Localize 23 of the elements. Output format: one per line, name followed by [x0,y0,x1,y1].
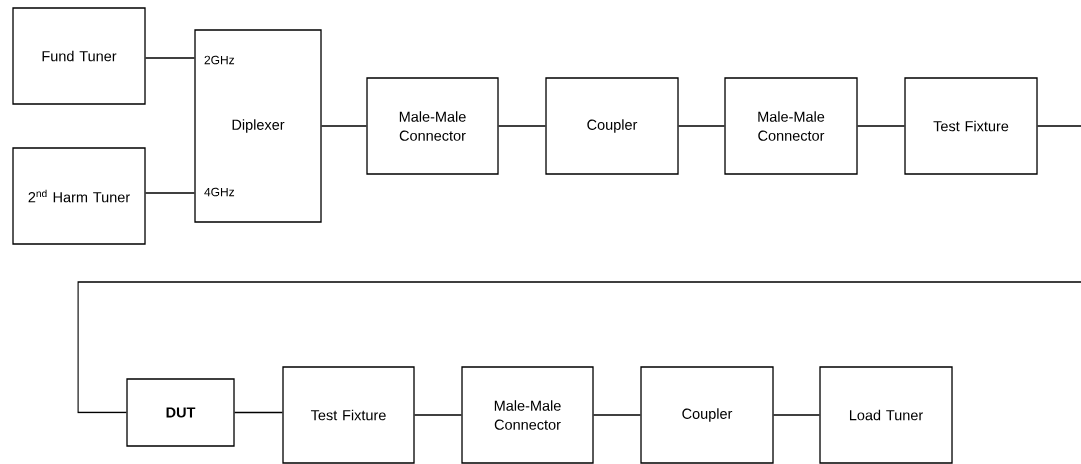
block-box: Male-Male Connector [366,77,499,175]
connector-line [773,414,820,416]
diplexer-box: 2GHz Diplexer 4GHz [194,29,322,223]
block-box: Coupler [545,77,679,175]
connector-line [321,125,367,127]
block-box: Male-Male Connector [724,77,858,175]
connector-line [498,125,546,127]
block-box: Test Fixture [904,77,1038,175]
block-box: Load Tuner [819,366,953,464]
block-box: Test Fixture [282,366,415,464]
connector-line [77,125,1081,414]
connector-line [145,57,195,59]
block-box: 2$^{nd}$ Harm Tuner [12,147,146,245]
block-box: DUT [126,378,235,447]
connector-line [593,414,641,416]
connector-line [414,414,462,416]
connector-line [678,125,725,127]
connector-line [857,125,905,127]
block-box: Fund Tuner [12,7,146,105]
connector-line [234,411,283,414]
connector-line [145,192,195,194]
block-box: Male-Male Connector [461,366,594,464]
block-box: Coupler [640,366,774,464]
